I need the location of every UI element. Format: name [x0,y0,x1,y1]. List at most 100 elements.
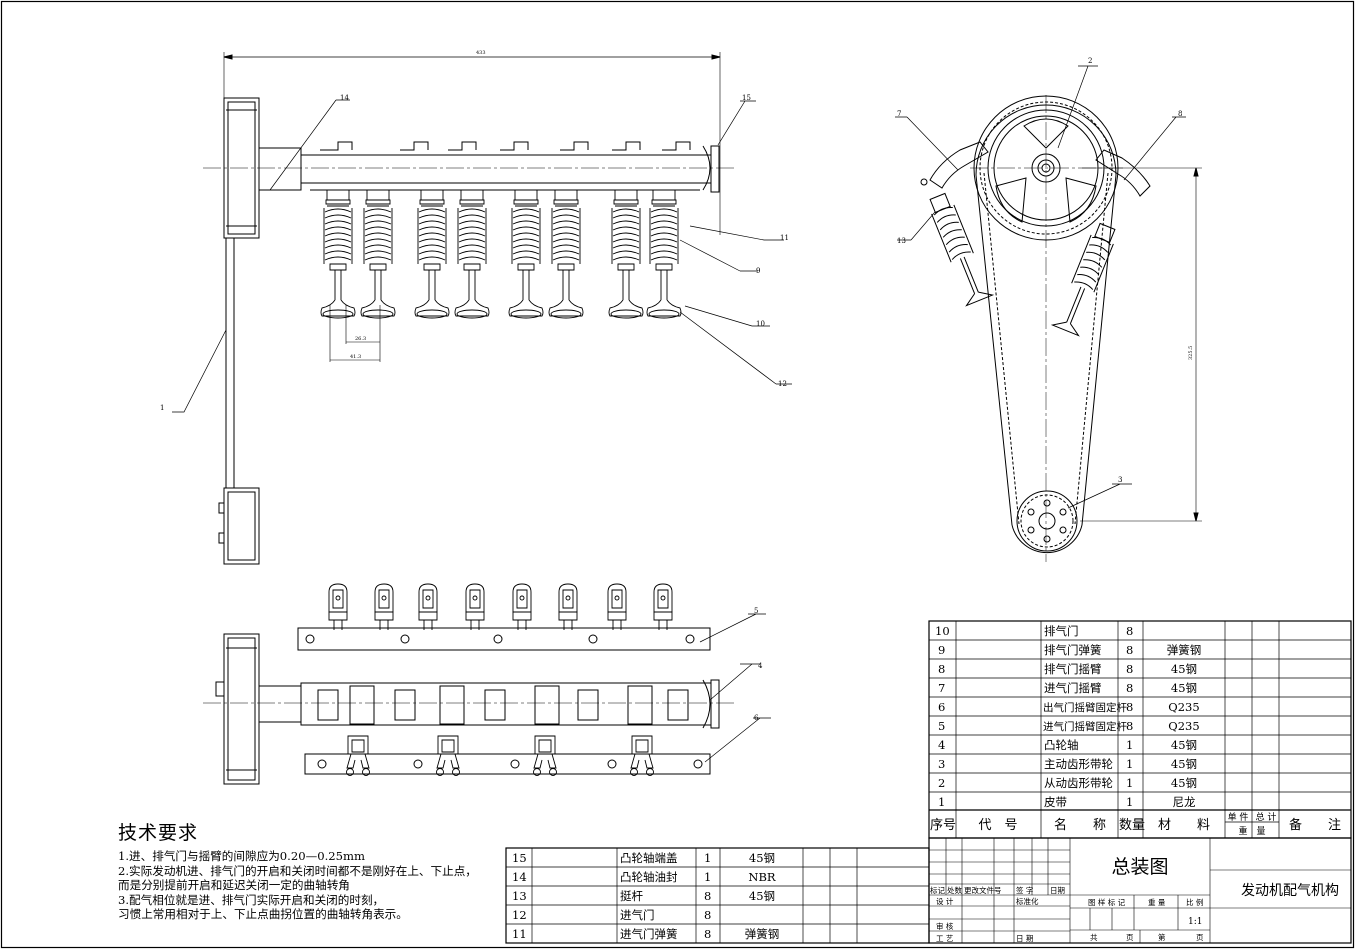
bom-row: 12 进气门 8 [512,908,711,922]
svg-text:45钢: 45钢 [1171,681,1197,695]
dimension-texts: 433 26.3 41.3 325.5 [350,50,1194,360]
svg-text:8: 8 [1126,662,1133,676]
svg-text:8: 8 [1126,700,1133,714]
svg-text:日 期: 日 期 [1016,934,1033,943]
balloon-10: 10 [756,320,765,328]
svg-text:主动齿形带轮: 主动齿形带轮 [1044,757,1113,771]
svg-text:15: 15 [512,851,527,865]
technical-requirements: 技术要求 1.进、排气门与摇臂的间隙应为0.20—0.25mm 2.实际发动机进… [118,818,498,922]
svg-text:9: 9 [938,643,945,657]
title-block [928,837,1352,944]
svg-text:进气门: 进气门 [620,908,655,922]
dim-center-distance: 325.5 [1188,346,1194,360]
svg-text:总 计: 总 计 [1256,811,1277,823]
svg-text:3: 3 [938,757,945,771]
svg-text:5: 5 [938,719,945,733]
bom-header: 序号 代 号 名 称 数量 材 料 单 件 总 计 重 量 备 注 [930,811,1341,837]
svg-text:凸轮轴端盖: 凸轮轴端盖 [620,851,678,865]
balloon-labels: 1 2 3 4 5 6 7 8 9 10 11 12 13 14 15 [160,57,1182,722]
svg-text:进气门弹簧: 进气门弹簧 [620,927,678,941]
balloon-11: 11 [780,234,789,242]
svg-text:凸轮轴: 凸轮轴 [1044,738,1079,752]
svg-text:1: 1 [1126,757,1133,771]
svg-text:11: 11 [512,927,527,941]
balloon-14: 14 [340,94,349,102]
svg-text:12: 12 [512,908,527,922]
svg-text:1: 1 [1126,738,1133,752]
svg-text:45钢: 45钢 [1171,757,1197,771]
svg-text:45钢: 45钢 [1171,738,1197,752]
dim-valve-group: 41.3 [350,354,361,360]
svg-text:7: 7 [938,681,945,695]
leader-lines [172,65,1186,763]
svg-text:1: 1 [1126,776,1133,790]
dim-valve-pitch: 26.3 [355,336,366,342]
svg-text:材 料: 材 料 [1158,818,1210,833]
svg-text:备 注: 备 注 [1289,817,1341,833]
balloon-1: 1 [160,404,164,412]
tech-line: 3.配气相位就是进、排气门实际开启和关闭的时刻， [118,892,385,907]
balloon-9: 9 [756,267,760,275]
svg-text:签 字: 签 字 [1016,885,1033,895]
product-name: 发动机配气机构 [1241,883,1339,899]
side-view [920,95,1202,562]
svg-text:工 艺: 工 艺 [936,934,953,943]
front-view [203,52,735,565]
svg-text:弹簧钢: 弹簧钢 [745,927,780,941]
svg-text:重 量: 重 量 [1238,825,1265,837]
svg-text:8: 8 [938,662,945,676]
svg-text:处数: 处数 [947,885,962,895]
svg-text:标准化: 标准化 [1016,896,1039,906]
tech-line: 习惯上常用相对于上、下止点曲拐位置的曲轴转角表示。 [118,907,408,922]
svg-text:6: 6 [938,700,945,714]
svg-text:8: 8 [704,889,711,903]
balloon-13: 13 [897,237,906,245]
svg-text:序号: 序号 [930,818,956,833]
svg-text:皮带: 皮带 [1044,795,1067,809]
svg-text:45钢: 45钢 [1171,662,1197,676]
svg-text:尼龙: 尼龙 [1173,795,1196,809]
svg-text:8: 8 [1126,681,1133,695]
svg-text:10: 10 [935,624,950,638]
scale-value: 1:1 [1188,917,1202,927]
svg-text:日期: 日期 [1050,886,1065,895]
svg-text:1: 1 [704,870,711,884]
svg-text:单 件: 单 件 [1228,811,1249,823]
svg-text:进气门摇臂固定杆: 进气门摇臂固定杆 [1043,720,1127,733]
drawing-title: 总装图 [1111,856,1168,878]
svg-text:NBR: NBR [748,870,776,884]
title-block-text: 总装图 发动机配气机构 标记 处数 更改文件号 签 字 日期 设 计 标准化 审… [930,856,1339,943]
svg-text:凸轮轴油封: 凸轮轴油封 [620,870,678,884]
svg-text:页: 页 [1196,933,1204,942]
svg-text:从动齿形带轮: 从动齿形带轮 [1044,776,1113,790]
svg-text:数量: 数量 [1119,818,1145,833]
svg-text:代 号: 代 号 [978,818,1017,833]
dim-overall-length: 433 [476,50,486,56]
tech-line: 而是分别提前开启和延迟关闭一定的曲轴转角 [118,878,350,893]
svg-text:45钢: 45钢 [749,889,775,903]
svg-text:名 称: 名 称 [1054,817,1106,833]
svg-text:Q235: Q235 [1168,700,1199,714]
svg-text:8: 8 [1126,719,1133,733]
svg-text:8: 8 [1126,624,1133,638]
svg-text:弹簧钢: 弹簧钢 [1167,643,1202,657]
svg-text:45钢: 45钢 [1171,776,1197,790]
svg-text:标记: 标记 [930,885,945,895]
svg-text:Q235: Q235 [1168,719,1199,733]
balloon-8: 8 [1178,110,1182,118]
tech-line: 2.实际发动机进、排气门的开启和关闭时间都不是刚好在上、下止点， [118,863,477,878]
svg-text:8: 8 [704,908,711,922]
